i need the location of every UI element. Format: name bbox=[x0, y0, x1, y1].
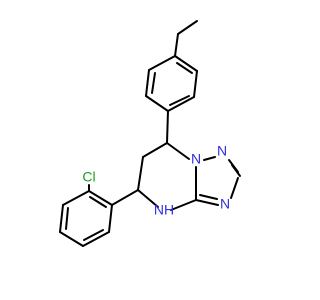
pyrimidine-n-c7-bond bbox=[166, 142, 190, 160]
c5-aryl-bond bbox=[111, 189, 139, 206]
pyrimidine-nh-c-bond bbox=[170, 199, 197, 211]
ethylphenyl-bond bbox=[167, 96, 195, 112]
ethyl-ch2-bond bbox=[174, 33, 179, 57]
nitrogen-atom-label: N bbox=[191, 151, 201, 167]
ethylphenyl-bond bbox=[145, 69, 150, 97]
ethylphenyl-double-bond bbox=[169, 95, 190, 106]
chlorophenyl-bond bbox=[59, 231, 84, 247]
chlorophenyl-bond bbox=[62, 190, 90, 206]
chlorophenyl-double-bond bbox=[65, 207, 69, 230]
pyrimidine-c5-nh-bond bbox=[137, 189, 159, 208]
triazole-n3-c-bond bbox=[195, 199, 219, 206]
nitrogen-atom-label: N bbox=[220, 196, 230, 212]
chlorophenyl-bond bbox=[88, 190, 113, 206]
ethylphenyl-bond bbox=[174, 55, 198, 72]
ethylphenyl-double-bond bbox=[176, 62, 193, 74]
atom-label-layer: N N N NH Cl bbox=[82, 143, 230, 218]
ethylphenyl-bond bbox=[148, 55, 176, 71]
chlorophenyl-bond bbox=[82, 231, 110, 247]
chlorophenyl-double-bond bbox=[83, 229, 104, 241]
pyrimidine-c7-c6-bond bbox=[142, 142, 168, 158]
molecule-structure: N N N NH Cl bbox=[59, 20, 241, 247]
bond-layer bbox=[59, 20, 241, 247]
ethylphenyl-bond bbox=[193, 70, 198, 98]
chlorophenyl-bond bbox=[59, 204, 64, 233]
pyrimidine-c6-c5-bond bbox=[137, 156, 144, 191]
ethylphenyl-bond bbox=[145, 95, 169, 112]
nh-atom-label: NH bbox=[154, 202, 174, 218]
ethyl-ch3-bond bbox=[177, 20, 198, 35]
triazole-c-n3-bond bbox=[230, 177, 239, 199]
chlorophenyl-double-bond bbox=[89, 196, 107, 208]
triazole-n3-c-double-bond bbox=[199, 194, 218, 200]
triazole-n2-c-double-bond bbox=[231, 164, 241, 177]
aryl-c7-bond bbox=[166, 110, 169, 144]
chlorine-atom-label: Cl bbox=[82, 169, 95, 185]
nitrogen-atom-label: N bbox=[217, 143, 227, 159]
chlorophenyl-bond bbox=[108, 204, 113, 233]
ethylphenyl-double-bond bbox=[151, 72, 156, 94]
triazole-n1-n2-bond bbox=[203, 156, 216, 161]
